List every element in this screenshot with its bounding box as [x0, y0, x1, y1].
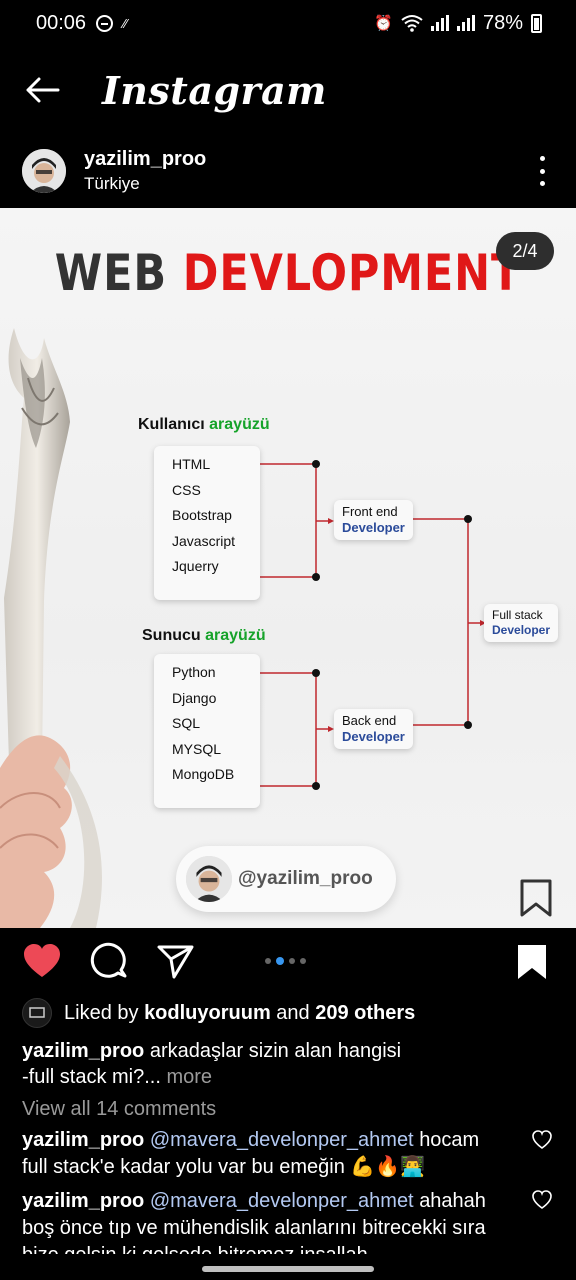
- comment-item: yazilim_proo @mavera_develonper_ahmet ho…: [22, 1129, 480, 1178]
- list-item: MYSQL: [172, 740, 222, 757]
- back-button[interactable]: [0, 46, 84, 134]
- likes-others[interactable]: 209 others: [315, 1001, 416, 1024]
- arrow-left-icon: [26, 77, 60, 103]
- bookmark-filled-icon[interactable]: [512, 942, 552, 982]
- comment-like-icon[interactable]: [532, 1190, 552, 1210]
- comment-icon[interactable]: [90, 942, 130, 982]
- post-username[interactable]: yazilim_proo: [84, 148, 207, 170]
- carousel-dots: [265, 957, 306, 965]
- fullstack-developer-card: Full stack Developer: [484, 604, 559, 642]
- post-image[interactable]: WEB DEVLOPMENT 2/4 Kullanıcı arayüzü HTM…: [0, 208, 576, 928]
- carousel-page-indicator: 2/4: [496, 232, 554, 270]
- list-item: Django: [172, 689, 217, 706]
- comment-item: yazilim_proo @mavera_develonper_ahmet ah…: [22, 1190, 486, 1254]
- liker-avatar: [22, 998, 52, 1028]
- wifi-icon: [401, 15, 423, 32]
- avatar[interactable]: [22, 149, 66, 193]
- list-item: Jquerry: [172, 558, 219, 574]
- caption-username[interactable]: yazilim_proo: [22, 1040, 145, 1062]
- comment-mention[interactable]: @mavera_develonper_ahmet: [149, 1190, 414, 1212]
- monitor-icon: [29, 1007, 45, 1018]
- battery-icon: [531, 13, 542, 33]
- post-location[interactable]: Türkiye: [84, 174, 140, 193]
- heart-filled-icon[interactable]: [22, 942, 62, 982]
- handle-text: @yazilim_proo: [238, 868, 373, 889]
- liker-username[interactable]: kodluyoruum: [144, 1001, 271, 1024]
- do-not-disturb-icon: [96, 14, 114, 32]
- list-item: Javascript: [172, 532, 236, 549]
- comment-username[interactable]: yazilim_proo: [22, 1129, 145, 1151]
- more-link[interactable]: more: [166, 1066, 213, 1088]
- frontend-developer-card: Front end Developer: [334, 500, 413, 540]
- comment-username[interactable]: yazilim_proo: [22, 1190, 145, 1212]
- home-indicator[interactable]: [202, 1266, 374, 1272]
- scepter-illustration: [0, 328, 102, 928]
- list-item: HTML: [172, 456, 211, 472]
- bookmark-outline-icon: [520, 879, 552, 917]
- list-item: MongoDB: [172, 766, 235, 782]
- signal-2-icon: [456, 15, 475, 31]
- battery-level: 78%: [482, 11, 523, 34]
- more-options-icon[interactable]: [530, 156, 554, 186]
- share-icon[interactable]: [156, 942, 196, 982]
- frontend-tech-list: HTML CSS Bootstrap Javascript Jquerry: [154, 446, 260, 600]
- backend-section-title: Sunucu arayüzü: [142, 627, 266, 644]
- headline-word-development: DEVLOPMENT: [182, 244, 522, 302]
- avatar: [186, 856, 232, 902]
- app-title: Instagram: [102, 67, 327, 113]
- status-time: 00:06: [36, 11, 87, 34]
- headline-word-web: WEB: [54, 244, 167, 302]
- likes-line[interactable]: Liked by kodluyoruum and 209 others: [22, 998, 415, 1028]
- alarm-icon: ⏰: [374, 15, 393, 32]
- handle-pill: @yazilim_proo: [176, 846, 396, 912]
- backend-developer-card: Back end Developer: [334, 709, 413, 749]
- comment-mention[interactable]: @mavera_develonper_ahmet: [149, 1129, 414, 1151]
- backend-tech-list: Python Django SQL MYSQL MongoDB: [154, 654, 260, 808]
- list-item: Python: [172, 664, 216, 680]
- comment-like-icon[interactable]: [532, 1130, 552, 1150]
- frontend-section-title: Kullanıcı arayüzü: [138, 416, 270, 433]
- signal-icon: [430, 15, 449, 31]
- diagram-connectors: [258, 460, 486, 790]
- headline: WEB DEVLOPMENT: [40, 244, 535, 302]
- view-all-comments-link[interactable]: View all 14 comments: [22, 1098, 217, 1120]
- post-header: yazilim_proo Türkiye: [0, 134, 576, 208]
- app-header: Instagram: [0, 46, 576, 134]
- action-bar: [0, 928, 576, 996]
- data-saver-icon: ⁄⁄: [123, 15, 128, 31]
- list-item: SQL: [172, 715, 201, 731]
- list-item: CSS: [172, 481, 201, 498]
- post-caption: yazilim_proo arkadaşlar sizin alan hangi…: [22, 1040, 402, 1088]
- status-bar: 00:06 ⁄⁄ ⏰ 78%: [0, 0, 576, 46]
- list-item: Bootstrap: [172, 507, 232, 523]
